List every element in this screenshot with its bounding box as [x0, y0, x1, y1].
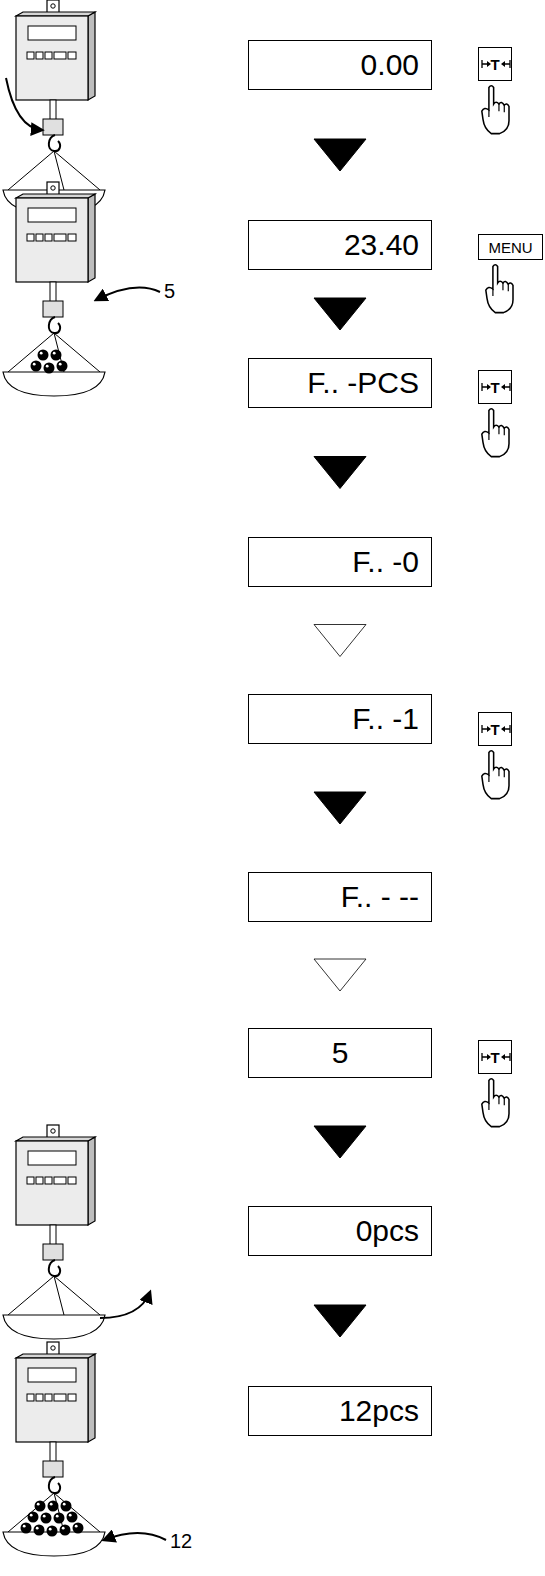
display-text: 5 [332, 1036, 349, 1070]
flow-arrow [314, 959, 366, 991]
display-text: 12pcs [339, 1394, 419, 1428]
arrow-head [314, 457, 366, 489]
key-label: T [490, 379, 499, 396]
display-text: F.. -PCS [307, 366, 419, 400]
display-box: F.. -1 [248, 694, 432, 744]
arrow-head [314, 625, 366, 657]
tare-key: T [478, 712, 512, 746]
display-text: F.. -0 [352, 545, 419, 579]
callout-number: 5 [164, 280, 175, 303]
display-text: 0.00 [361, 48, 419, 82]
flow-arrow [314, 1126, 366, 1158]
key-label: T [490, 721, 499, 738]
arrow-head [314, 959, 366, 991]
tare-key: T [478, 1040, 512, 1074]
tare-key: T [478, 370, 512, 404]
arrow-head [314, 792, 366, 824]
display-box: 0.00 [248, 40, 432, 90]
arrow-head [314, 139, 366, 171]
flow-arrow [314, 298, 366, 330]
callout-number: 12 [170, 1530, 192, 1553]
flow-arrow [314, 792, 366, 824]
key-label: MENU [488, 239, 532, 256]
flow-arrow [314, 139, 366, 171]
display-text: F.. - -- [341, 880, 419, 914]
flow-arrow [314, 457, 366, 489]
display-box: F.. - -- [248, 872, 432, 922]
display-box: 12pcs [248, 1386, 432, 1436]
display-text: 23.40 [344, 228, 419, 262]
display-text: 0pcs [356, 1214, 419, 1248]
flow-arrow [314, 1305, 366, 1337]
arrow-head [314, 1126, 366, 1158]
key-label: T [490, 1049, 499, 1066]
key-label: T [490, 56, 499, 73]
arrow-head [314, 1305, 366, 1337]
flow-arrow [314, 625, 366, 657]
tare-key: T [478, 47, 512, 81]
display-text: F.. -1 [352, 702, 419, 736]
arrow-head [314, 298, 366, 330]
menu-key: MENU [478, 234, 543, 260]
display-box: 0pcs [248, 1206, 432, 1256]
display-box: F.. -0 [248, 537, 432, 587]
display-box: 5 [248, 1028, 432, 1078]
display-box: 23.40 [248, 220, 432, 270]
display-box: F.. -PCS [248, 358, 432, 408]
